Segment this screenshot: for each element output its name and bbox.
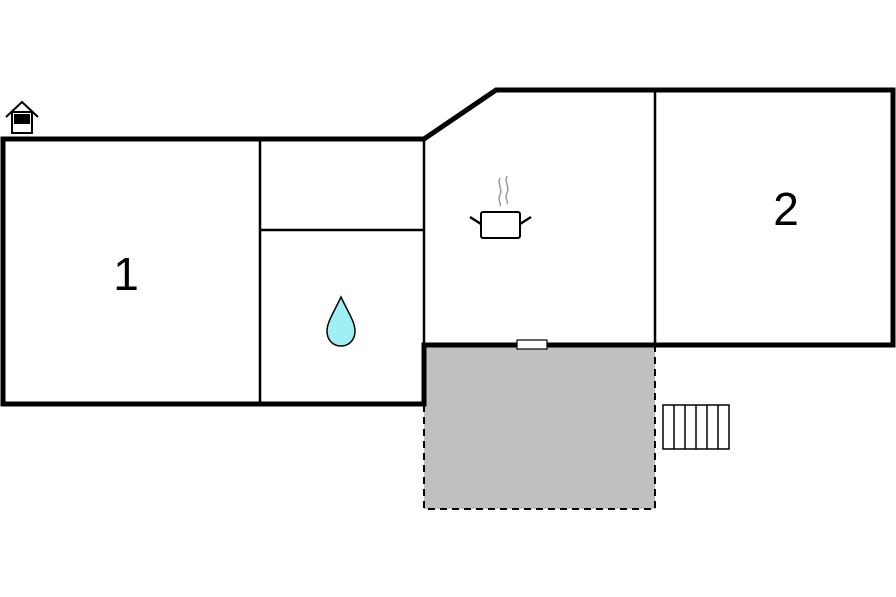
terrace xyxy=(423,345,656,510)
room-label-2: 2 xyxy=(773,183,799,235)
exterior-walls xyxy=(0,87,896,407)
house-entrance-icon xyxy=(5,100,39,134)
terrace-dashed-border xyxy=(423,345,656,510)
stairs-icon xyxy=(662,404,730,450)
water-drop-icon xyxy=(326,295,356,347)
room-label-1: 1 xyxy=(113,248,139,300)
interior-walls xyxy=(258,90,657,404)
steam xyxy=(498,177,502,207)
terrace-area xyxy=(424,345,655,509)
terrace-door xyxy=(516,339,548,350)
cooking-pot-icon xyxy=(469,175,532,239)
